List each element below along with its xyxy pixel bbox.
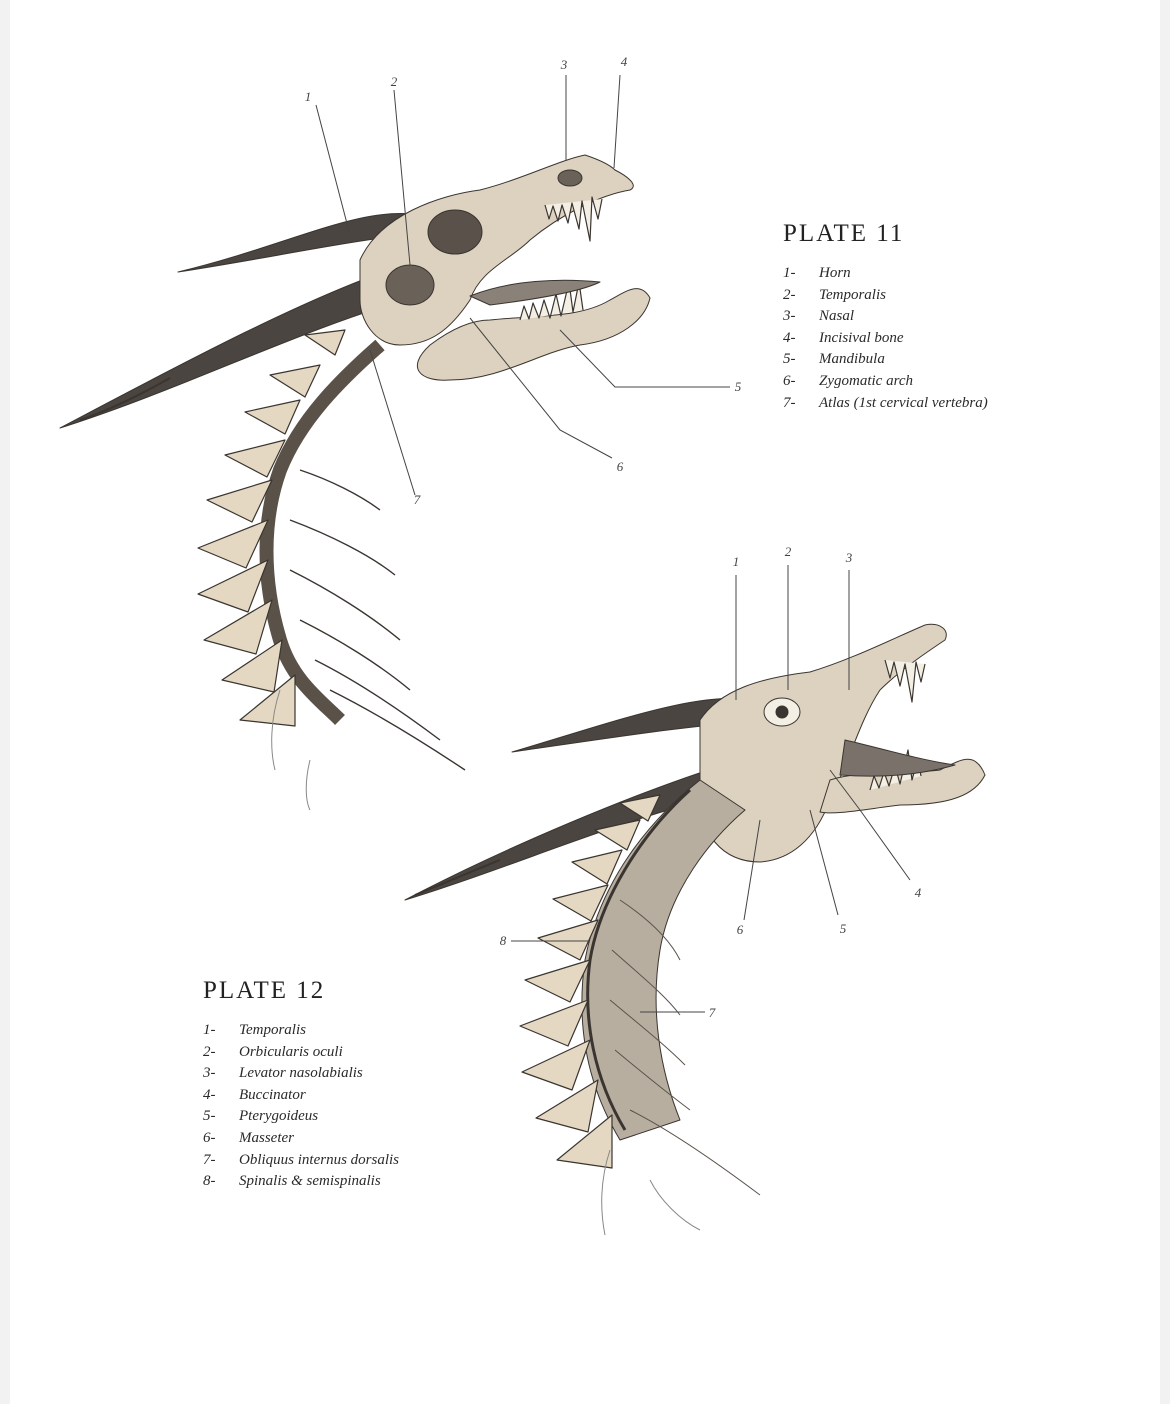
legend-number: 7- (203, 1151, 216, 1168)
legend-number: 6- (783, 372, 796, 389)
legend-label: Zygomatic arch (819, 372, 914, 389)
mandible (417, 288, 651, 381)
callout-number: 1 (732, 554, 740, 569)
muscle-striations-12 (609, 899, 761, 1196)
callout-number: 5 (839, 921, 847, 936)
callout-number: 7 (708, 1005, 716, 1020)
callout-number: 3 (560, 57, 568, 72)
legend-item: 5- Pterygoideus (203, 1106, 399, 1128)
legend-label: Incisival bone (819, 329, 904, 346)
shoulder-sketch (271, 689, 311, 811)
callout-number: 2 (784, 544, 792, 559)
legend-number: 2- (203, 1043, 216, 1060)
nasal-opening (557, 169, 583, 187)
legend-number: 1- (783, 265, 796, 281)
callout-number: 2 (390, 74, 398, 89)
legend-number: 8- (203, 1173, 216, 1190)
legend-number: 3- (203, 1065, 216, 1082)
callout-number: 8 (499, 933, 507, 948)
legend-item: 1- Horn (783, 263, 988, 285)
legend-number: 6- (203, 1129, 216, 1146)
legend-number: 2- (783, 286, 796, 303)
legend-label: Buccinator (239, 1086, 306, 1103)
callout-number: 4 (914, 885, 922, 900)
legend-item: 7- Atlas (1st cervical vertebra) (783, 393, 988, 415)
callout-number: 1 (304, 89, 312, 104)
upper-teeth (544, 196, 603, 242)
legend-label: Spinalis & semispinalis (239, 1173, 381, 1190)
plate-12-title: PLATE 12 (203, 977, 326, 1004)
upper-teeth-12 (884, 659, 926, 703)
callout-number: 5 (734, 379, 742, 394)
legend-label: Mandibula (819, 351, 885, 368)
legend-item: 2- Orbicularis oculi (203, 1042, 399, 1064)
plate-11-legend: 1- Horn 2- Temporalis 3- Nasal 4- Incisival bon… (783, 263, 988, 414)
temporal-fenestra (385, 264, 435, 306)
book-page (10, 0, 1160, 1404)
legend-number: 5- (203, 1108, 216, 1125)
legend-number: 4- (783, 329, 796, 346)
legend-label: Masseter (239, 1129, 294, 1146)
head-12 (699, 623, 947, 863)
neck-spine (259, 339, 385, 725)
plate-12-muscle-drawing (404, 623, 986, 1236)
neck-spines-12 (519, 794, 661, 1169)
legend-item: 4- Buccinator (203, 1085, 399, 1107)
legend-label: Pterygoideus (239, 1108, 319, 1125)
shoulder-sketch-12 (601, 1149, 701, 1236)
legend-label: Temporalis (239, 1022, 306, 1038)
legend-label: Temporalis (819, 286, 886, 303)
legend-label: Nasal (819, 308, 855, 325)
legend-number: 1- (203, 1022, 216, 1038)
legend-item: 8- Spinalis & semispinalis (203, 1171, 399, 1193)
legend-label: Atlas (1st cervical vertebra) (819, 394, 988, 411)
legend-item: 3- Nasal (783, 306, 988, 328)
legend-item: 6- Masseter (203, 1128, 399, 1150)
plate-11-skeleton-drawing (59, 154, 651, 811)
lower-horn-12-tip (414, 859, 501, 896)
legend-number: 4- (203, 1086, 216, 1103)
orbit (427, 209, 483, 255)
lower-horn-12 (404, 759, 751, 901)
legend-item: 6- Zygomatic arch (783, 371, 988, 393)
legend-number: 7- (783, 394, 796, 411)
legend-label: Orbicularis oculi (239, 1043, 343, 1060)
legend-label: Levator nasolabialis (239, 1065, 363, 1082)
callout-number: 7 (413, 492, 421, 507)
mouth-inner-12 (839, 739, 956, 777)
neck-spines (197, 329, 346, 727)
ribs (289, 469, 466, 771)
legend-label: Obliquus internus dorsalis (239, 1151, 400, 1168)
neck-12 (581, 779, 746, 1141)
legend-item: 7- Obliquus internus dorsalis (203, 1150, 399, 1172)
legend-number: 3- (783, 308, 796, 325)
plate-12-leader-lines (511, 565, 911, 1013)
legend-item: 5- Mandibula (783, 349, 988, 371)
lower-horn (59, 267, 406, 429)
legend-item: 3- Levator nasolabialis (203, 1063, 399, 1085)
lower-horn-tip (79, 377, 171, 421)
legend-label: Horn (819, 265, 851, 281)
callout-number: 4 (620, 54, 628, 69)
plate-12-legend: 1- Temporalis 2- Orbicularis oculi 3- Levator… (203, 1020, 399, 1193)
legend-item: 2- Temporalis (783, 285, 988, 307)
callout-number: 6 (616, 459, 624, 474)
legend-item: 1- Temporalis (203, 1020, 399, 1042)
upper-horn (177, 212, 431, 273)
jaw-inner (469, 279, 601, 306)
plate-11-title: PLATE 11 (783, 220, 905, 247)
callout-number: 6 (736, 922, 744, 937)
pupil-12 (775, 705, 789, 719)
callout-number: 3 (845, 550, 853, 565)
legend-item: 4- Incisival bone (783, 328, 988, 350)
legend-number: 5- (783, 351, 796, 368)
plate-11-leader-lines (315, 74, 730, 496)
